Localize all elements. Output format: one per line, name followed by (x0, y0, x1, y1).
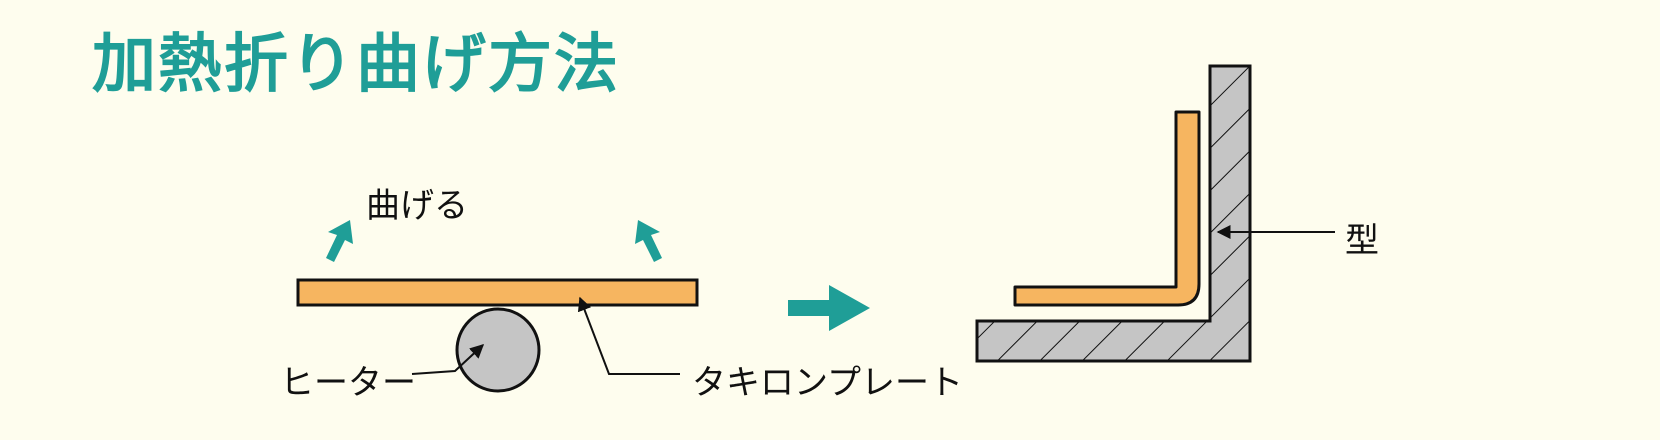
plate-label: タキロンプレート (692, 363, 963, 403)
right-arrow-icon (788, 285, 870, 331)
heater-circle (455, 307, 541, 393)
bend-label: 曲げる (366, 186, 468, 226)
bent-plate (1013, 110, 1201, 307)
plate-leader-line (577, 296, 680, 375)
page-title: 加熱折り曲げ方法 (92, 28, 620, 102)
bend-arrow-icon-left (326, 220, 353, 262)
mold-shape (975, 64, 1252, 363)
heater-label: ヒーター (280, 363, 416, 403)
heater-leader-line (411, 344, 485, 375)
bend-arrow-icon-right (635, 220, 662, 262)
flat-plate (296, 278, 699, 307)
mold-label: 型 (1345, 221, 1379, 261)
